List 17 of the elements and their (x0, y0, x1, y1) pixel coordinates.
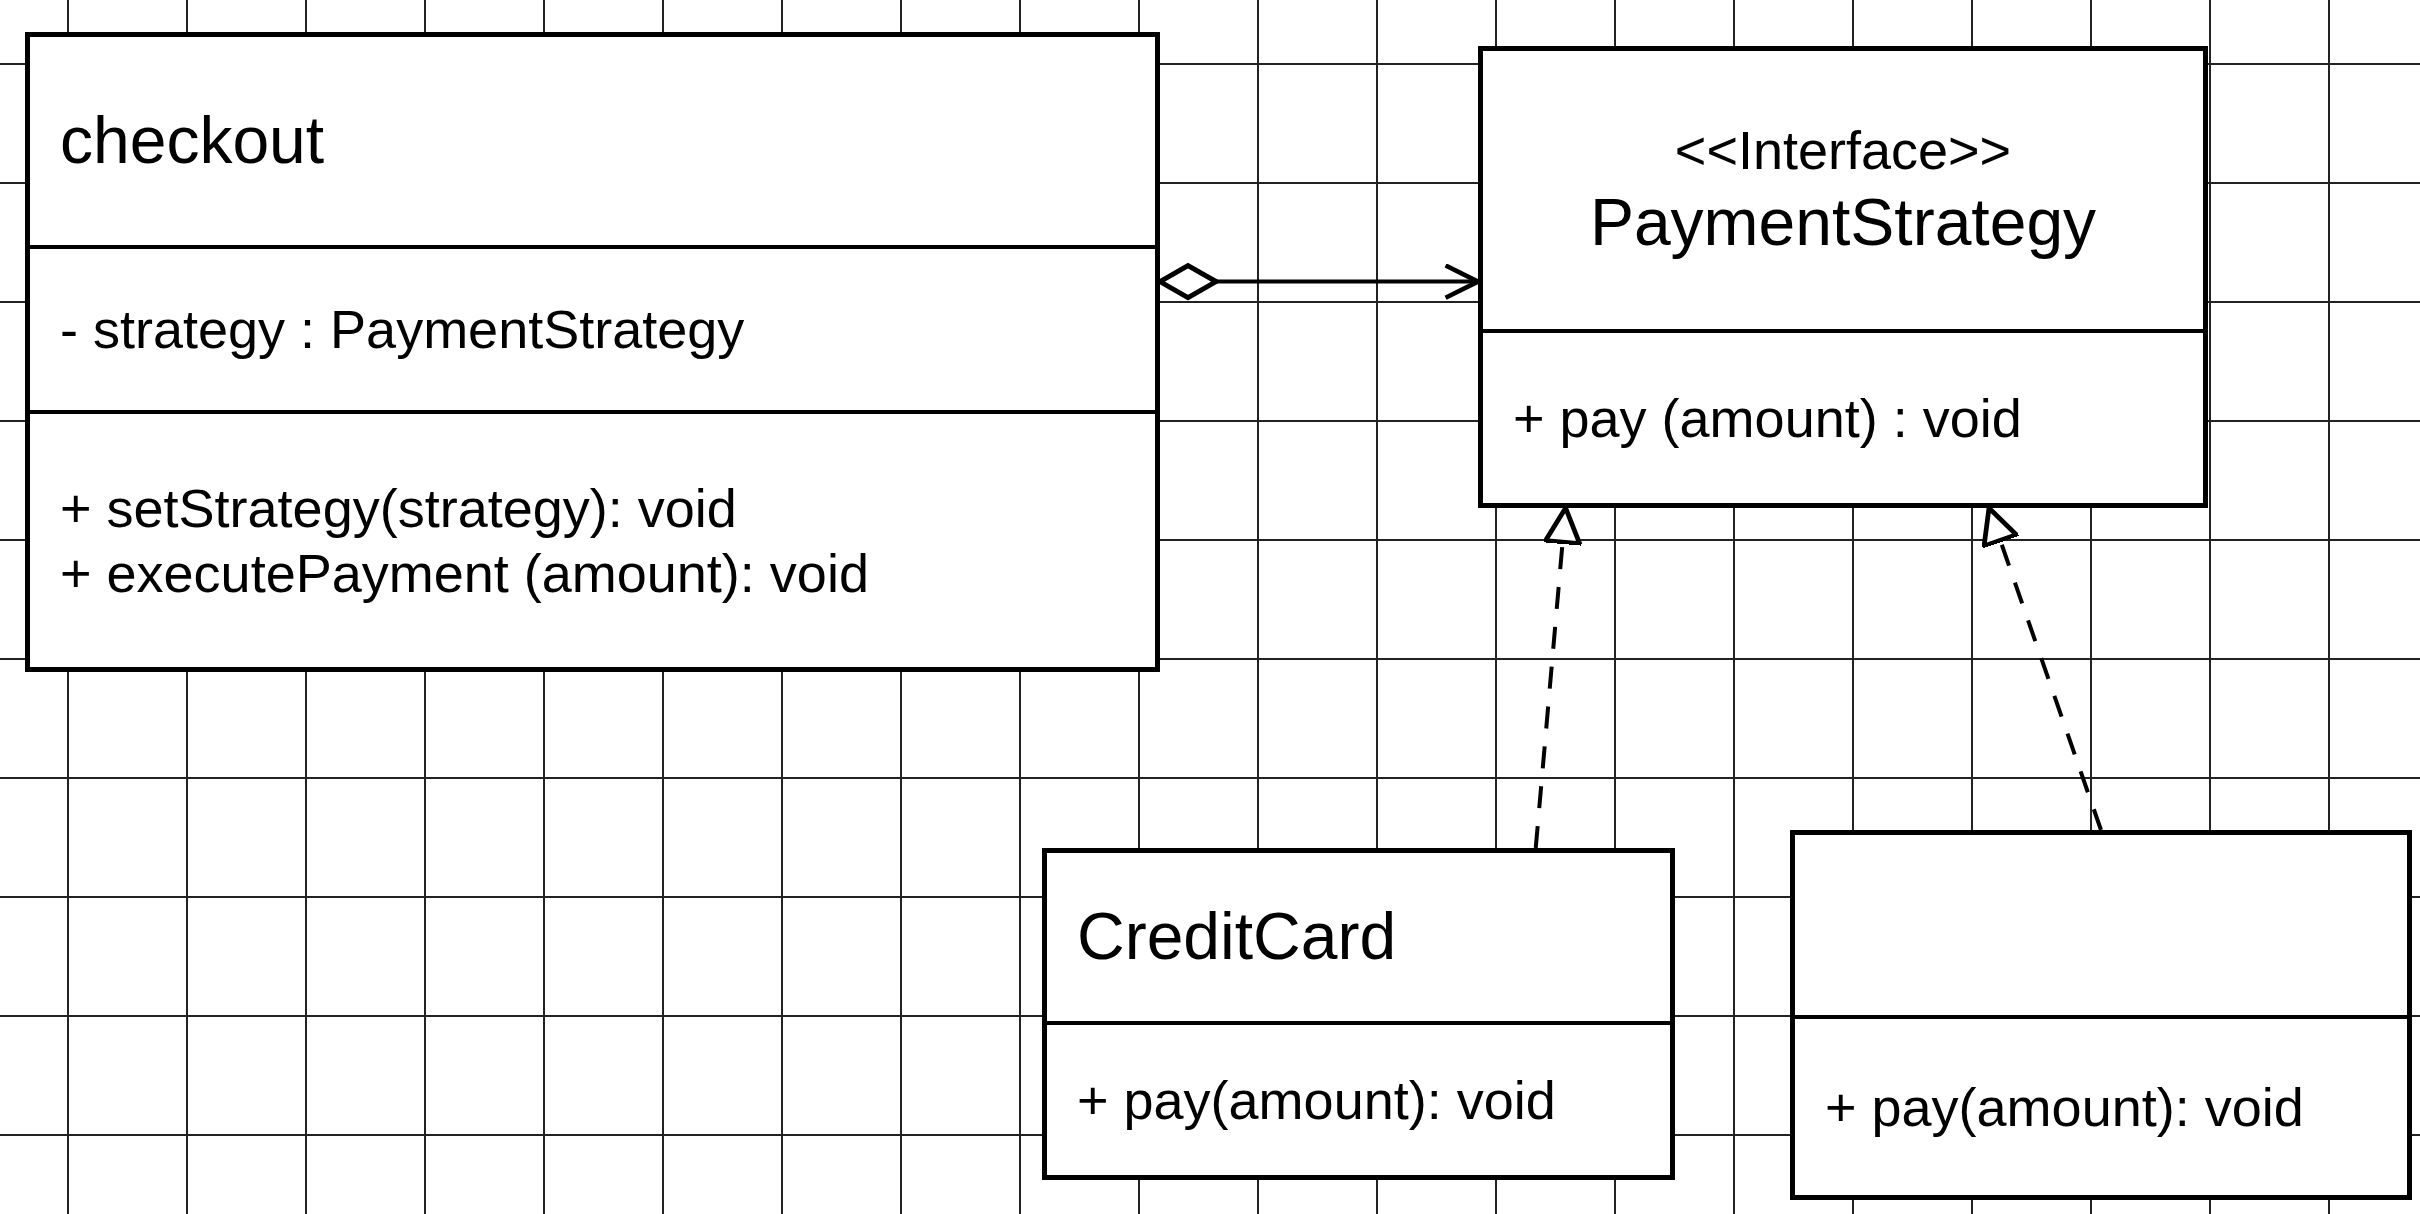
class-box (1790, 830, 2412, 1200)
class-box (25, 32, 1160, 672)
class-name: checkout (60, 102, 326, 180)
class-name: CreditCard (1077, 898, 1398, 976)
class-box (1478, 46, 2208, 508)
method-text: + pay(amount): void (1077, 1068, 1557, 1132)
interface-name: PaymentStrategy (1589, 183, 2097, 261)
method-text: + setStrategy(strategy): void (60, 476, 738, 540)
attribute-text: - strategy : PaymentStrategy (60, 298, 746, 362)
realization-arrow (1981, 505, 2103, 831)
aggregation-arrow (1157, 263, 1481, 301)
method-text: + pay (amount) : void (1513, 386, 2023, 450)
method-text: + executePayment (amount): void (60, 541, 870, 605)
class-box (1042, 848, 1675, 1180)
realization-arrow (1533, 505, 1582, 849)
stereotype-text: <<Interface>> (1674, 119, 2012, 182)
method-text: + pay(amount): void (1825, 1075, 2305, 1139)
